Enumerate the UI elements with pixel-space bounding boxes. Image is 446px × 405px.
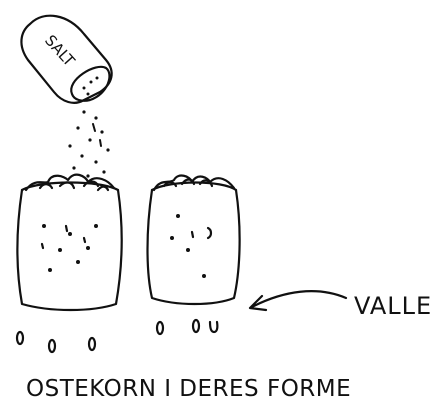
caption-text: OSTEKORN I DERES FORME bbox=[26, 376, 351, 402]
mold-right-body bbox=[148, 190, 240, 304]
mold-right-hole-marks bbox=[192, 228, 211, 238]
salt-grains bbox=[68, 110, 109, 177]
cheese-mold-left bbox=[18, 175, 122, 310]
valle-label: VALLE bbox=[354, 292, 432, 320]
salt-shaker: SALT bbox=[21, 16, 111, 103]
mold-left-body bbox=[18, 190, 122, 310]
mold-left-holes bbox=[42, 224, 98, 272]
whey-drops bbox=[17, 320, 217, 352]
mold-right-holes bbox=[170, 214, 206, 278]
valle-arrow bbox=[250, 291, 346, 310]
salt-shaker-holes bbox=[83, 77, 99, 96]
mold-left-hole-marks bbox=[42, 226, 85, 248]
cheese-mold-right bbox=[148, 176, 240, 304]
salt-label: SALT bbox=[41, 31, 79, 70]
